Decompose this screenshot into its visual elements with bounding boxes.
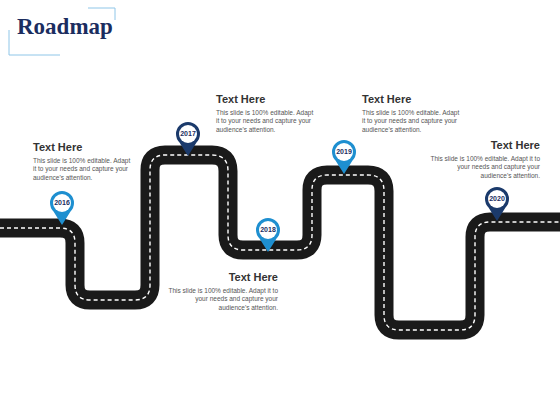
pin-outline — [50, 191, 74, 225]
milestone-heading: Text Here — [430, 139, 540, 151]
year-text: 2018 — [255, 226, 281, 234]
slide-title: Roadmap — [17, 14, 113, 40]
pin-shape — [331, 139, 357, 175]
pin-shape — [175, 121, 201, 157]
milestone-description: This slide is 100% editable. Adapt it to… — [362, 109, 462, 134]
year-pin: 2017 — [175, 121, 201, 157]
year-pin: 2016 — [49, 190, 75, 226]
road — [0, 155, 560, 330]
milestone-heading: Text Here — [362, 93, 462, 105]
year-text: 2020 — [484, 195, 510, 203]
milestone-heading: Text Here — [33, 141, 133, 153]
pin-shape — [255, 217, 281, 253]
year-pin: 2019 — [331, 139, 357, 175]
milestone-description: This slide is 100% editable. Adapt it to… — [216, 109, 316, 134]
pin-outline — [176, 122, 200, 156]
milestone-heading: Text Here — [168, 271, 278, 283]
milestone-description: This slide is 100% editable. Adapt it to… — [168, 287, 278, 312]
year-text: 2019 — [331, 148, 357, 156]
milestone-heading: Text Here — [216, 93, 316, 105]
road-center-line — [0, 155, 560, 330]
milestone-description: This slide is 100% editable. Adapt it to… — [430, 155, 540, 180]
year-text: 2016 — [49, 199, 75, 207]
pin-shape — [484, 186, 510, 222]
year-text: 2017 — [175, 130, 201, 138]
year-pin: 2018 — [255, 217, 281, 253]
pin-shape — [49, 190, 75, 226]
pin-outline — [485, 187, 509, 221]
milestone-description: This slide is 100% editable. Adapt it to… — [33, 157, 133, 182]
pin-outline — [256, 218, 280, 252]
year-pin: 2020 — [484, 186, 510, 222]
pin-outline — [332, 140, 356, 174]
